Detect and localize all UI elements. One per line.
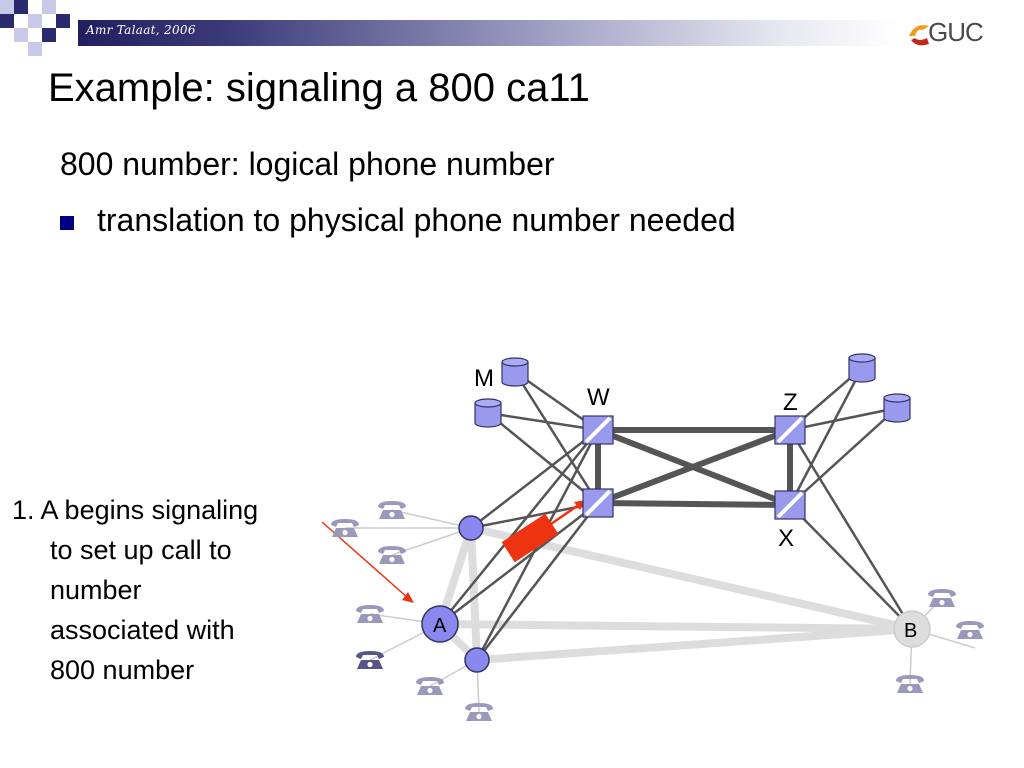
author-text: Amr Talaat, 2006	[86, 23, 196, 37]
header-square	[14, 0, 28, 14]
trunk-links	[595, 427, 793, 508]
header-bar: Amr Talaat, 2006 GUC	[0, 0, 1024, 56]
phone-icon	[378, 546, 406, 564]
label-a: A	[433, 615, 447, 637]
phone-icon	[416, 677, 444, 695]
bullet-square-icon	[60, 216, 74, 230]
phone-icon	[356, 651, 384, 669]
phone-icon	[356, 605, 384, 623]
database-icon	[848, 353, 876, 383]
guc-logo-icon	[909, 25, 929, 46]
header-square	[42, 0, 56, 14]
switch-w-icon	[581, 414, 615, 446]
caption-text: 1. A begins signaling to set up call to …	[12, 490, 342, 690]
label-m: M	[474, 365, 494, 392]
database-icon	[883, 393, 911, 423]
phone-icon	[896, 675, 924, 693]
end-office-node	[464, 647, 490, 673]
header-square	[0, 0, 14, 14]
header-square	[28, 14, 42, 28]
header-square	[42, 28, 56, 42]
label-b: B	[904, 620, 917, 642]
header-square	[56, 14, 70, 28]
switch-x-icon	[773, 489, 807, 521]
caption-line: 800 number	[50, 655, 195, 685]
header-band	[78, 20, 898, 46]
caption-line: to set up call to	[50, 535, 232, 565]
caption-line: associated with	[50, 615, 235, 645]
end-office-node	[458, 515, 484, 541]
node-a	[421, 605, 459, 643]
label-w: W	[587, 384, 610, 411]
header-square	[28, 42, 42, 56]
switch-icon	[581, 487, 615, 519]
bullet-text: translation to physical phone number nee…	[97, 202, 736, 238]
slide-title: Example: signaling a 800 ca11	[48, 66, 590, 110]
phone-icon	[928, 589, 956, 607]
slide-line: 800 number: logical phone number	[60, 146, 555, 182]
header-square	[14, 28, 28, 42]
label-z: Z	[783, 389, 798, 416]
phone-icon	[378, 501, 406, 519]
phone-icon	[956, 621, 984, 639]
switch-z-icon	[773, 414, 807, 446]
caption-line: number	[50, 575, 142, 605]
label-x: X	[778, 525, 794, 552]
database-icon	[501, 357, 529, 387]
phone-icon	[465, 703, 493, 721]
database-icon	[474, 398, 502, 428]
logo-text: GUC	[928, 17, 984, 47]
caption-line: 1. A begins signaling	[12, 495, 259, 525]
header-square	[0, 14, 14, 28]
node-b	[893, 610, 931, 648]
